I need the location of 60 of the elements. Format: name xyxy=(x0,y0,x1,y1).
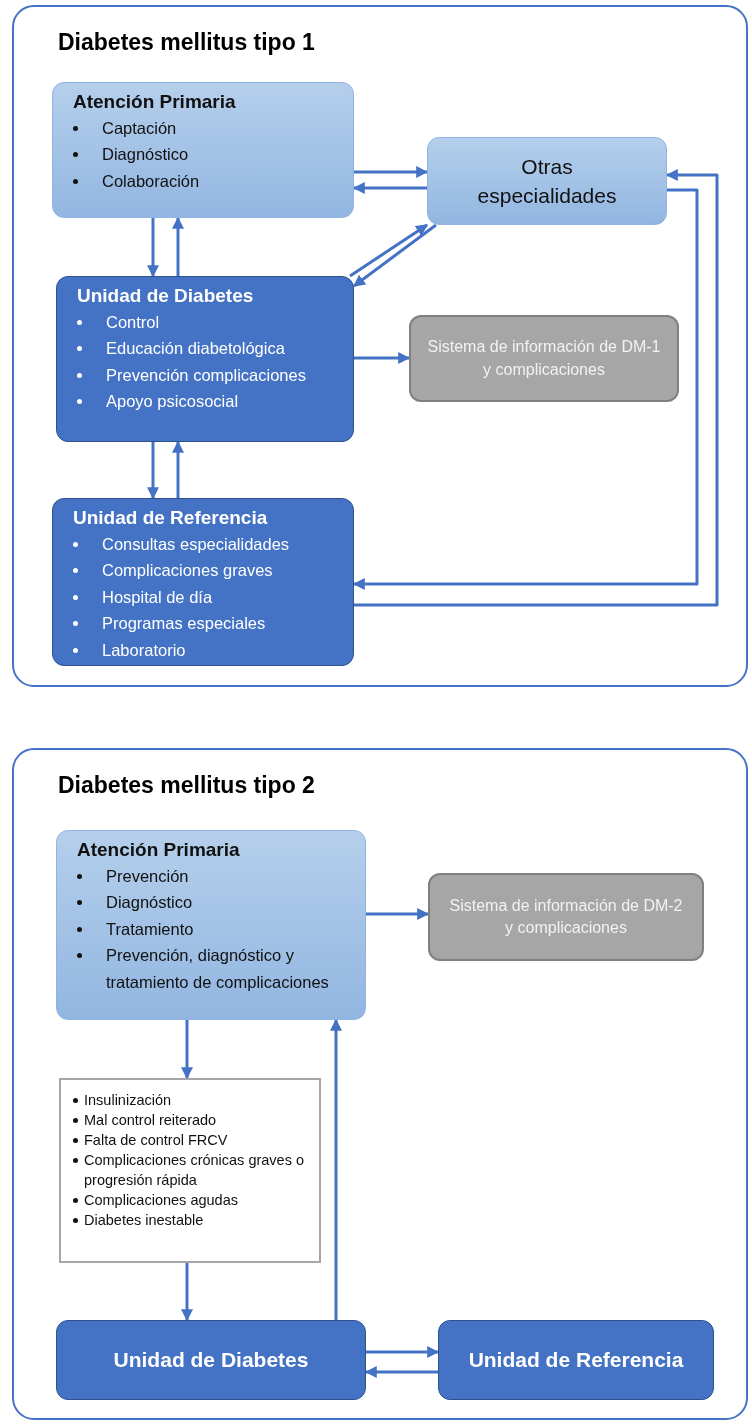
arrow xyxy=(354,352,411,364)
box-heading: Unidad de Referencia xyxy=(73,507,269,529)
list-item: Diagnóstico xyxy=(102,144,189,166)
process-box xyxy=(56,830,366,1020)
list-item: Colaboración xyxy=(102,170,200,192)
list-item: Mal control reiterado xyxy=(84,1111,217,1130)
box-heading: Atención Primaria xyxy=(73,91,237,113)
list-item: Insulinización xyxy=(84,1091,172,1110)
arrow xyxy=(172,440,184,498)
list-item: Complicaciones graves xyxy=(102,560,273,582)
arrow xyxy=(181,1020,193,1080)
list-item: Diabetes inestable xyxy=(84,1211,204,1230)
box-label: Sistema de información de DM-1 y complicaciones xyxy=(426,337,662,380)
list-item: Diagnóstico xyxy=(106,892,193,914)
list-item: Prevención xyxy=(106,866,189,887)
info-system-box xyxy=(409,315,679,402)
arrow xyxy=(349,223,428,278)
process-box xyxy=(427,137,667,225)
list-item: Educación diabetológica xyxy=(106,338,285,360)
list-item: Falta de control FRCV xyxy=(84,1131,228,1150)
info-system-box xyxy=(428,873,704,961)
list-item: Tratamiento xyxy=(106,918,194,940)
panel-title: Diabetes mellitus tipo 2 xyxy=(58,772,315,799)
box-heading: Atención Primaria xyxy=(77,839,241,861)
box-label: Unidad de Referencia xyxy=(468,1347,684,1374)
arrow xyxy=(366,1346,440,1358)
arrow xyxy=(330,1018,342,1320)
list-item: Laboratorio xyxy=(102,639,186,661)
list-item: Hospital de día xyxy=(102,586,213,608)
arrow xyxy=(147,218,159,278)
process-box xyxy=(56,1320,366,1400)
list-item: Complicaciones agudas xyxy=(84,1191,238,1210)
list-item: Prevención, diagnóstico y tratamiento de complicaciones xyxy=(106,945,330,993)
arrow xyxy=(354,166,429,178)
arrow xyxy=(172,216,184,276)
box-label: Unidad de Diabetes xyxy=(113,1347,309,1374)
arrow xyxy=(366,908,430,920)
arrow xyxy=(352,182,427,194)
list-item: Programas especiales xyxy=(102,613,266,635)
process-box xyxy=(52,498,354,666)
process-box xyxy=(52,82,354,218)
list-item: Captación xyxy=(102,118,177,139)
list-item: Prevención complicaciones xyxy=(106,364,306,386)
process-box xyxy=(56,276,354,442)
process-box xyxy=(438,1320,714,1400)
panel-frame xyxy=(12,5,748,687)
panel-title: Diabetes mellitus tipo 1 xyxy=(58,29,315,56)
box-label: Otras especialidades xyxy=(476,153,618,209)
panel-frame xyxy=(12,748,748,1420)
arrow xyxy=(353,223,437,288)
box-label: Sistema de información de DM-2 y complicaciones xyxy=(448,895,684,938)
list-item: Complicaciones crónicas graves o progresión rápida xyxy=(84,1151,305,1190)
arrow xyxy=(181,1263,193,1322)
list-item: Control xyxy=(106,312,160,333)
arrow xyxy=(364,1366,438,1378)
box-heading: Unidad de Diabetes xyxy=(77,285,255,307)
arrow xyxy=(147,442,159,500)
list-item: Consultas especialidades xyxy=(102,534,290,555)
criteria-box xyxy=(59,1078,321,1263)
list-item: Apoyo psicosocial xyxy=(106,391,239,413)
